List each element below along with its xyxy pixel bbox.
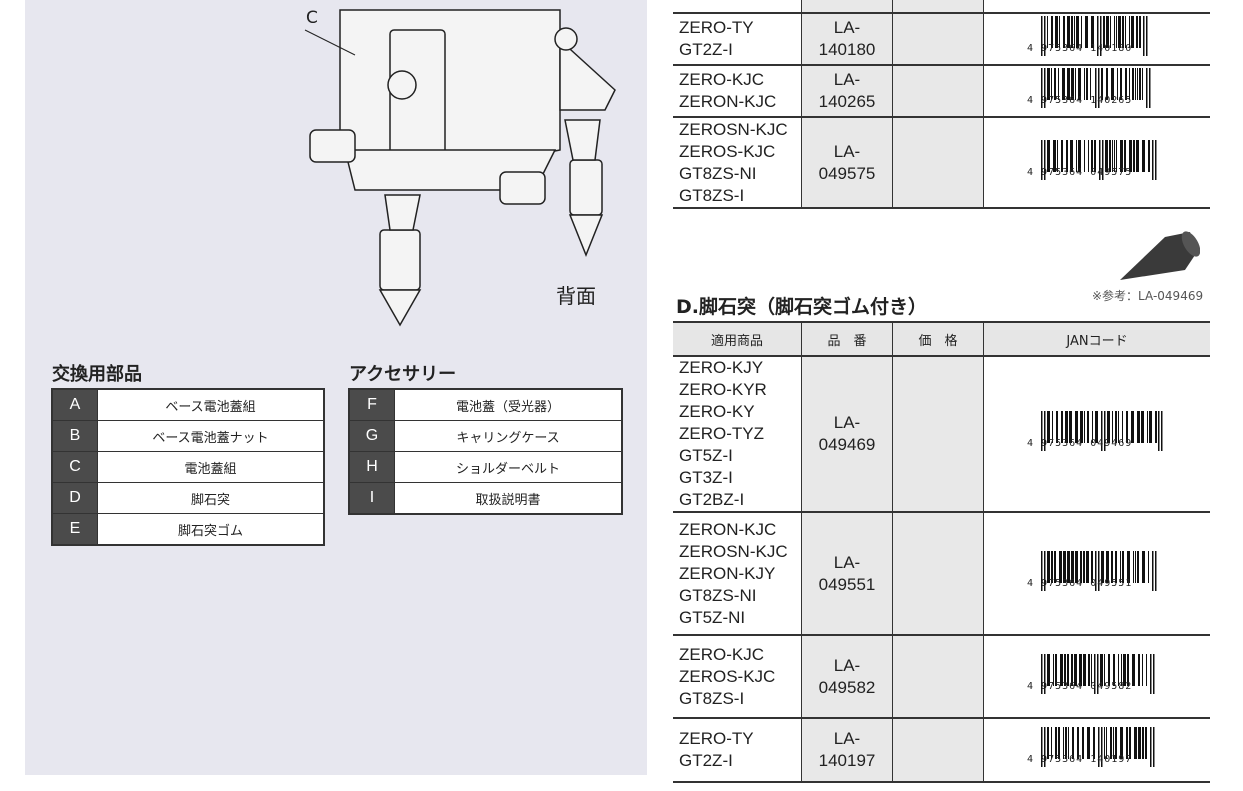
part-key: I xyxy=(348,482,395,515)
rear-view-label: 背面 xyxy=(556,284,596,308)
jan-barcode: 4 975364 049551 xyxy=(1027,549,1167,593)
part-key: H xyxy=(348,451,395,483)
part-key: B xyxy=(51,420,98,452)
jan-barcode: 4 975364 049575 xyxy=(1027,138,1167,182)
price xyxy=(892,13,984,66)
part-number: LA-140197 xyxy=(801,718,893,783)
part-name: 電池蓋（受光器） xyxy=(394,388,623,421)
applicable-models: ZERO-TY GT2Z-I xyxy=(673,718,802,783)
part-key: A xyxy=(51,388,98,421)
part-key: G xyxy=(348,420,395,452)
part-key: F xyxy=(348,388,395,421)
jan-code: 4 975364 140180 xyxy=(1027,43,1133,54)
accessories-title: アクセサリー xyxy=(349,364,457,385)
part-key: C xyxy=(51,451,98,483)
table-row: ZERO-KJC ZERON-KJC LA-140265 4 975364 14… xyxy=(673,65,1210,118)
table-row: ZERO-KJY ZERO-KYR ZERO-KY ZERO-TYZ GT5Z-… xyxy=(673,356,1210,513)
jan-code: 4 975364 049551 xyxy=(1027,577,1133,589)
laser-level-illustration xyxy=(304,9,616,327)
part-number: LA-049575 xyxy=(801,117,893,209)
column-header: 適用商品 xyxy=(673,321,802,357)
price xyxy=(892,117,984,209)
price xyxy=(892,65,984,118)
applicable-models: ZEROSN-KJC ZEROS-KJC GT8ZS-NI GT8ZS-I xyxy=(673,117,802,209)
jan-code: 4 975364 049469 xyxy=(1027,438,1133,449)
jan-code: 4 975364 140197 xyxy=(1027,754,1133,765)
price xyxy=(892,718,984,783)
jan-barcode: 4 975364 140180 xyxy=(1027,14,1167,58)
column-header: JANコード xyxy=(983,321,1210,357)
jan-code: 4 975364 049582 xyxy=(1027,680,1133,692)
jan-barcode: 4 975364 140265 xyxy=(1027,66,1167,110)
part-name: 電池蓋組 xyxy=(97,451,325,483)
part-name: 取扱説明書 xyxy=(394,482,623,515)
applicable-models: ZERON-KJC ZEROSN-KJC ZERON-KJY GT8ZS-NI … xyxy=(673,512,802,636)
part-name: キャリングケース xyxy=(394,420,623,452)
part-name: 脚石突ゴム xyxy=(97,513,325,546)
jan-table-top: ZERO-TY GT2Z-I LA-140180 4 975364 140180… xyxy=(673,0,1210,209)
replacement-parts-title: 交換用部品 xyxy=(52,364,142,385)
section-d-title: D.脚石突（脚石突ゴム付き） xyxy=(676,296,927,318)
part-number: LA-140180 xyxy=(801,13,893,66)
table-row: ZERO-TY GT2Z-I LA-140180 4 975364 140180 xyxy=(673,13,1210,66)
table-row: ZERO-TY GT2Z-I LA-140197 4 975364 140197 xyxy=(673,718,1210,783)
jan-code: 4 975364 049575 xyxy=(1027,166,1133,178)
applicable-models: ZERO-KJY ZERO-KYR ZERO-KY ZERO-TYZ GT5Z-… xyxy=(673,356,802,513)
column-header: 品 番 xyxy=(801,321,893,357)
price xyxy=(892,635,984,719)
column-header: 価 格 xyxy=(892,321,984,357)
part-name: ショルダーベルト xyxy=(394,451,623,483)
part-number: LA-049469 xyxy=(801,356,893,513)
price xyxy=(892,356,984,513)
part-number: LA-049551 xyxy=(801,512,893,636)
part-name: 脚石突 xyxy=(97,482,325,514)
reference-note: ※参考：LA-049469 xyxy=(1092,289,1204,303)
applicable-models: ZERO-KJC ZEROS-KJC GT8ZS-I xyxy=(673,635,802,719)
jan-code: 4 975364 140265 xyxy=(1027,95,1133,106)
table-row: ZERON-KJC ZEROSN-KJC ZERON-KJY GT8ZS-NI … xyxy=(673,512,1210,636)
part-name: ベース電池蓋ナット xyxy=(97,420,325,452)
table-row: ZERO-KJC ZEROS-KJC GT8ZS-I LA-049582 4 9… xyxy=(673,635,1210,719)
foot-spike-image xyxy=(1120,231,1200,280)
callout-c: C xyxy=(306,8,318,28)
price xyxy=(892,512,984,636)
jan-barcode: 4 975364 140197 xyxy=(1027,725,1167,769)
jan-barcode: 4 975364 049582 xyxy=(1027,652,1167,696)
part-number: LA-140265 xyxy=(801,65,893,118)
jan-barcode: 4 975364 049469 xyxy=(1027,409,1167,453)
part-name: ベース電池蓋組 xyxy=(97,388,325,421)
table-row: ZEROSN-KJC ZEROS-KJC GT8ZS-NI GT8ZS-I LA… xyxy=(673,117,1210,209)
applicable-models: ZERO-KJC ZERON-KJC xyxy=(673,65,802,118)
part-number: LA-049582 xyxy=(801,635,893,719)
applicable-models: ZERO-TY GT2Z-I xyxy=(673,13,802,66)
part-key: D xyxy=(51,482,98,514)
part-key: E xyxy=(51,513,98,546)
